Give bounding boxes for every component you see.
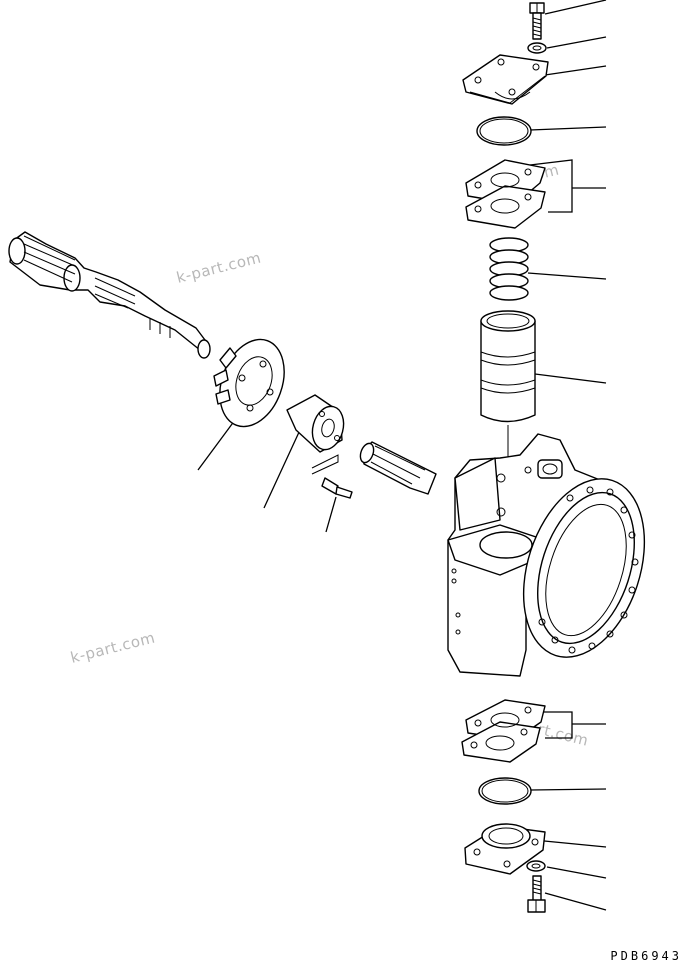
o-ring-top [476, 116, 532, 146]
bolt-bottom [527, 875, 546, 913]
flange-bolt-holes [538, 486, 639, 654]
housing [447, 433, 646, 677]
bolt-top [529, 2, 545, 40]
washer-top [527, 42, 547, 54]
shim-set-bottom [461, 699, 546, 763]
cover-bottom [464, 823, 546, 875]
watermark-1: k-part.com [175, 248, 263, 286]
pin-shaft [359, 441, 437, 495]
cover-top [462, 54, 549, 105]
shim-set-top [465, 159, 546, 229]
watermark-3: k-part.com [69, 628, 157, 666]
cage [213, 338, 285, 428]
bushing [286, 394, 345, 475]
spool-sleeve [480, 310, 536, 500]
washer-bottom [526, 860, 546, 872]
leader-lines [197, 0, 607, 911]
drawing-code: PDB6943 [610, 949, 682, 963]
spring [489, 237, 529, 301]
screw [321, 477, 353, 499]
o-ring-bottom [478, 777, 532, 805]
shaft [8, 231, 211, 359]
